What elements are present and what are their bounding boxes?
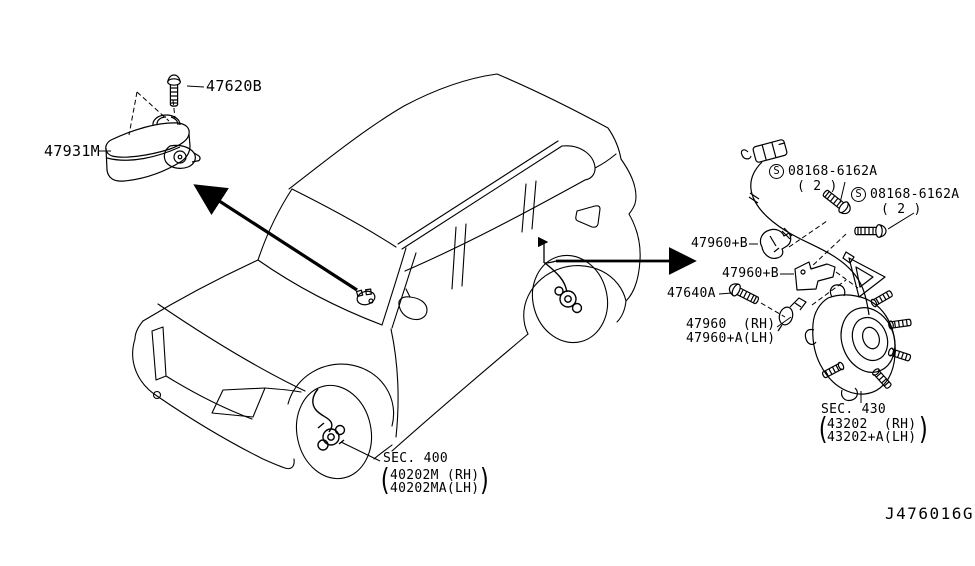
label-harness-bracket-lower: 47960+B [722, 266, 779, 281]
label-sec400-rh: 40202M (RH) [390, 468, 480, 483]
label-screw-front-code: 08168-6162A [788, 164, 878, 179]
label-sec430-title: SEC. 430 [821, 402, 887, 417]
label-screw-front-qty: ( 2 ) [797, 179, 838, 194]
module-bolt-art [167, 74, 181, 107]
label-rear-sensor-rh: 47960 (RH) [686, 317, 776, 332]
label-mount-bolt: 47620B [206, 77, 262, 95]
screw-symbol-icon: S [769, 164, 784, 179]
leader-lines [99, 85, 915, 462]
sec400-paren-open: ( [378, 463, 392, 498]
label-screw-rear-qty: ( 2 ) [881, 202, 922, 217]
front-wheel-sensor-art [312, 388, 346, 451]
label-sec400-lh: 40202MA(LH) [390, 481, 480, 496]
diagram-id: J476016G [885, 504, 975, 523]
label-sensor-bolt: 47640A [667, 286, 716, 301]
pointer-arrow-module [193, 184, 358, 292]
label-rear-sensor-lh: 47960+A(LH) [686, 331, 776, 346]
rear-harness-art [740, 139, 886, 316]
harness-bracket-lower-art [794, 261, 836, 291]
skid-control-module-art [105, 114, 201, 182]
rear-sensor-position-marker [537, 236, 557, 264]
sensor-bolt-art [726, 280, 762, 308]
label-harness-clip-upper: 47960+B [691, 236, 748, 251]
label-sec400-title: SEC. 400 [383, 451, 449, 466]
rear-wheel-sensor-art [544, 262, 583, 314]
assembly-dashed-lines [128, 91, 859, 318]
sec400-paren-close: ) [478, 463, 492, 498]
cowl-sensor-location-art [355, 288, 376, 306]
screw-symbol-icon: S [851, 187, 866, 202]
hub-assembly-art [804, 284, 913, 402]
screw-rear-art [854, 224, 887, 238]
label-sec430-rh: 43202 (RH) [827, 417, 917, 432]
vehicle-outline-art [132, 73, 641, 480]
sec430-paren-close: ) [917, 412, 931, 447]
rear-sensor-art [777, 297, 807, 332]
sec430-paren-open: ( [816, 412, 830, 447]
harness-clip-upper-art [759, 228, 792, 259]
label-screw-rear-code: 08168-6162A [870, 187, 960, 202]
label-skid-control-module: 47931M [44, 142, 100, 160]
label-sec430-lh: 43202+A(LH) [827, 430, 917, 445]
